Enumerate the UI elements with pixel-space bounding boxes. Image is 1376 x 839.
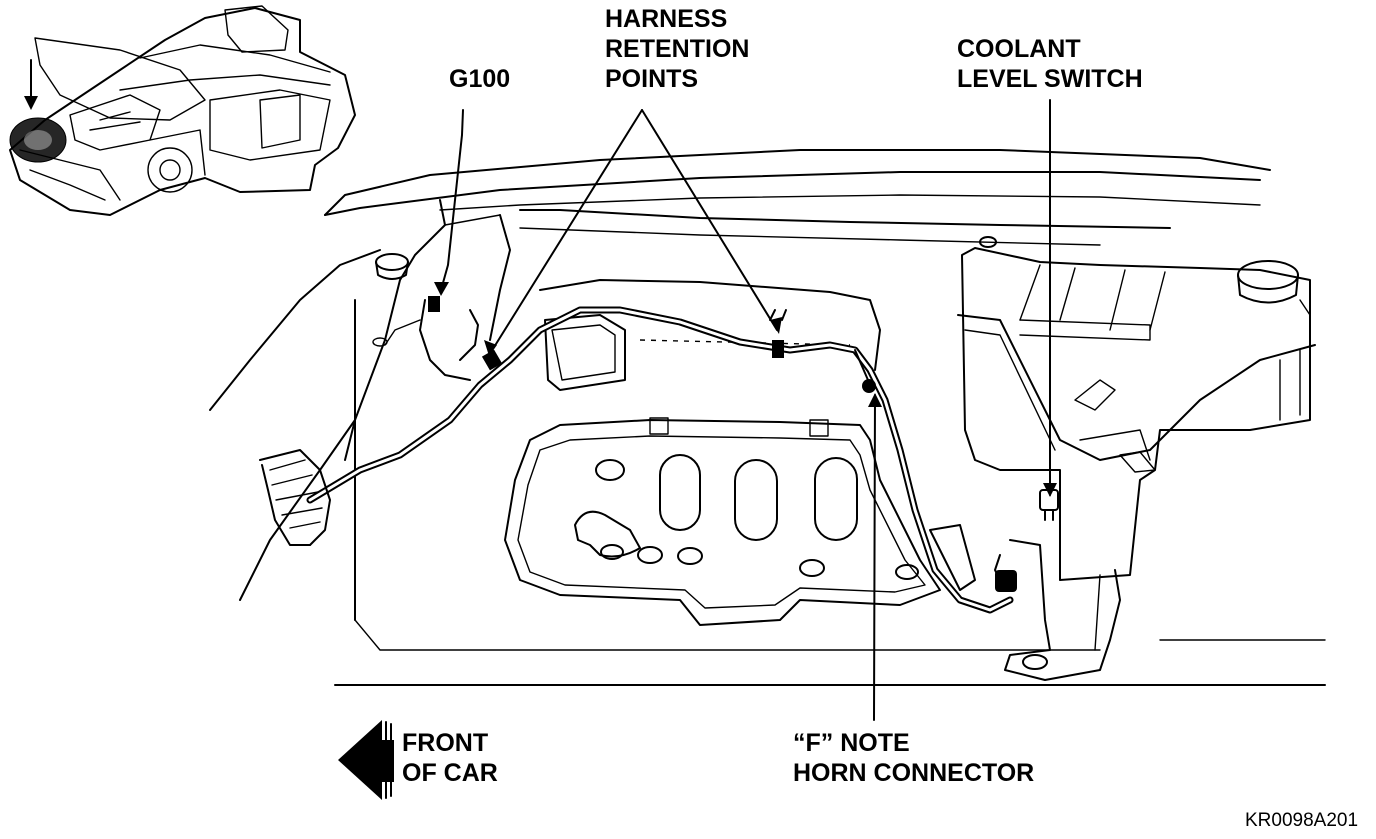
callout-leaders xyxy=(434,99,1057,721)
coolant-label-line2: LEVEL SWITCH xyxy=(957,65,1143,93)
left-arrow-icon xyxy=(338,720,394,800)
hood-outline xyxy=(324,149,1271,246)
front-label-line2: OF CAR xyxy=(402,759,498,787)
wheel-well xyxy=(539,279,881,391)
harness-label-line2: RETENTION xyxy=(605,35,750,63)
coolant-label-line1: COOLANT xyxy=(957,35,1081,63)
horn-note-line1: “F” NOTE xyxy=(793,729,910,757)
front-label-line1: FRONT xyxy=(402,729,489,757)
car-locator-inset xyxy=(9,5,356,216)
harness-label-line3: POINTS xyxy=(605,65,699,93)
mount-bracket xyxy=(929,524,1121,681)
inner-fender xyxy=(209,199,1326,686)
figure-code: KR0098A201 xyxy=(1245,810,1359,831)
fender-bolt xyxy=(372,253,409,347)
wiring-harness xyxy=(306,299,1014,614)
horn-note-line2: HORN CONNECTOR xyxy=(793,759,1035,787)
splash-shield xyxy=(504,417,941,626)
g100-label: G100 xyxy=(449,65,511,93)
harness-loom xyxy=(259,449,331,546)
harness-clips xyxy=(428,296,1059,592)
harness-label-line1: HARNESS xyxy=(605,5,728,33)
coolant-reservoir xyxy=(957,236,1316,581)
